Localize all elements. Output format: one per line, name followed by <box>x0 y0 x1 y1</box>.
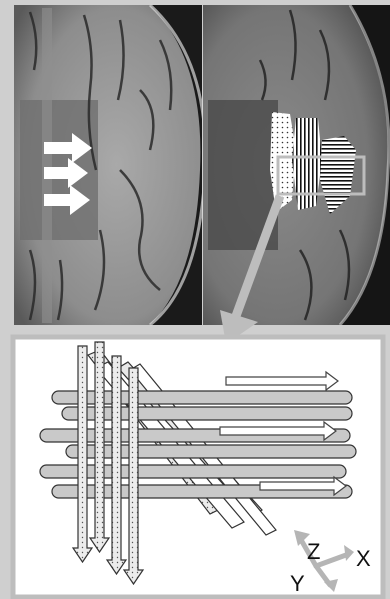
axis-x-label: X <box>356 546 371 571</box>
inset-panel: Z X Y <box>13 337 383 597</box>
left-mri-panel <box>14 5 205 325</box>
axis-z-label: Z <box>307 539 320 564</box>
axis-y-label: Y <box>290 571 305 596</box>
right-mri-panel <box>203 5 390 325</box>
dotted-region <box>270 112 296 212</box>
white-arrows <box>44 133 92 215</box>
